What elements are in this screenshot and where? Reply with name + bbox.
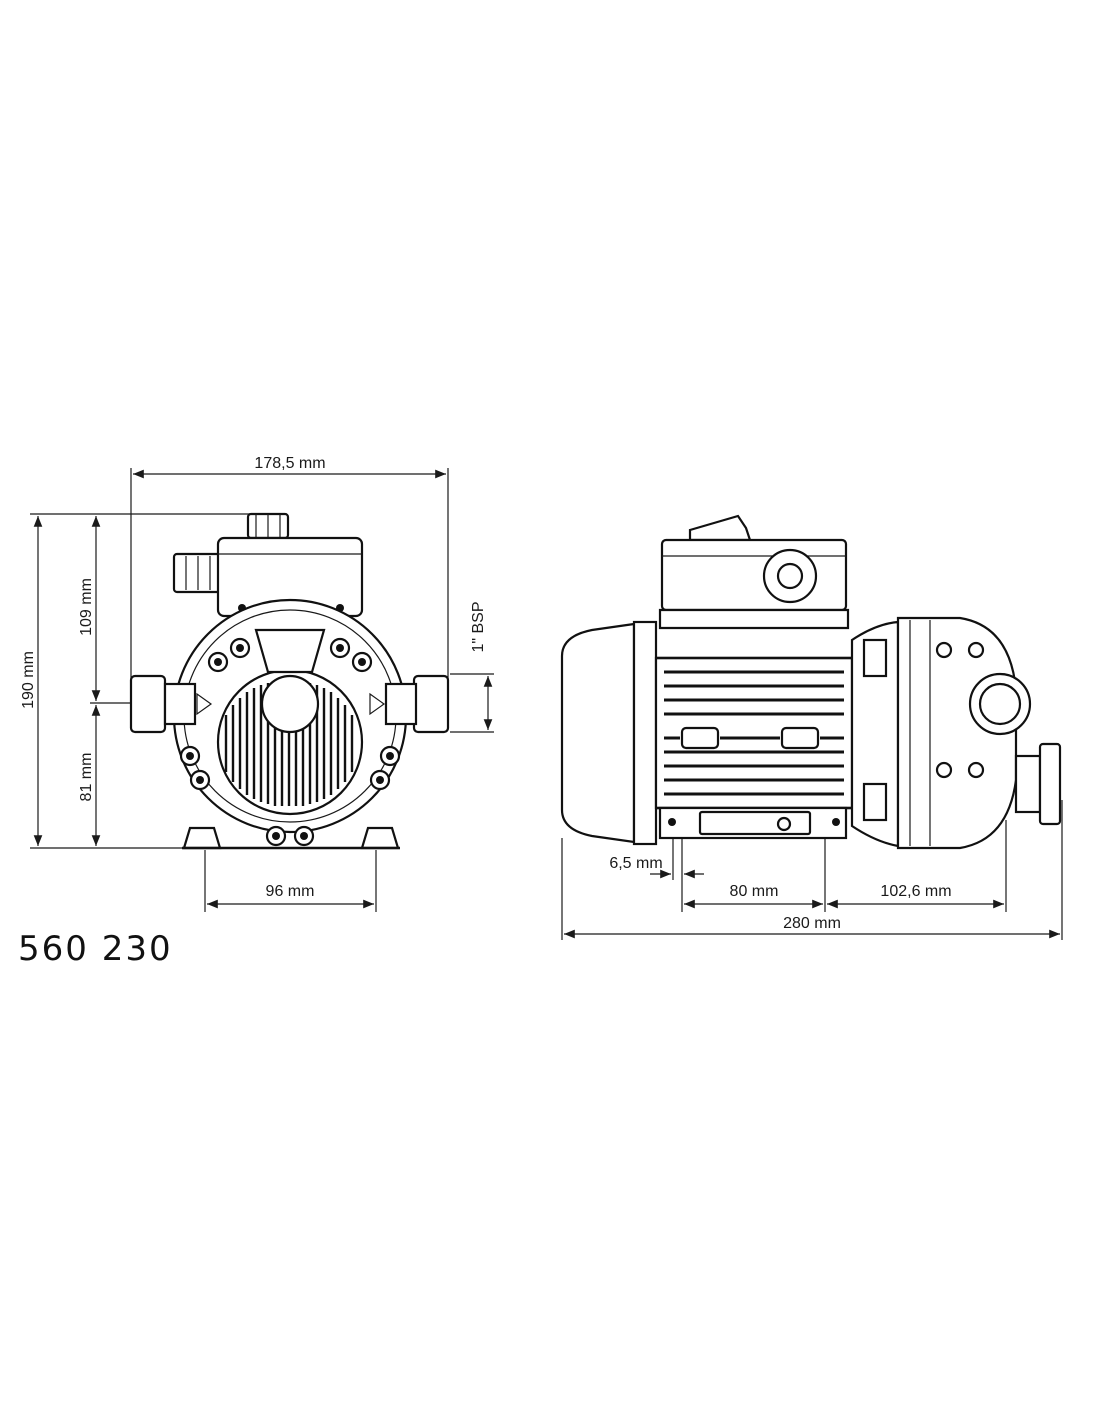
- foot-span-label: 80 mm: [730, 883, 779, 900]
- front-view: 178,5 mm 190 mm 109 mm 81 mm 1" BSP 96 m…: [20, 455, 494, 912]
- total-length-label: 280 mm: [783, 915, 841, 932]
- side-view: 6,5 mm 80 mm 102,6 mm 280 mm: [560, 514, 1063, 940]
- front-pump-outline: [129, 512, 450, 850]
- side-pump-outline: [560, 514, 1062, 850]
- offset-label: 6,5 mm: [609, 855, 662, 872]
- height-lower-label: 81 mm: [78, 753, 95, 802]
- front-bolts: [179, 637, 401, 847]
- width-label: 178,5 mm: [254, 455, 325, 472]
- height-upper-label: 109 mm: [78, 578, 95, 636]
- height-total-label: 190 mm: [20, 651, 37, 709]
- side-cooling-fins: [664, 670, 844, 796]
- head-length-label: 102,6 mm: [880, 883, 951, 900]
- base-width-label: 96 mm: [266, 883, 315, 900]
- model-number: 560 230: [18, 929, 173, 969]
- port-label: 1" BSP: [470, 601, 487, 652]
